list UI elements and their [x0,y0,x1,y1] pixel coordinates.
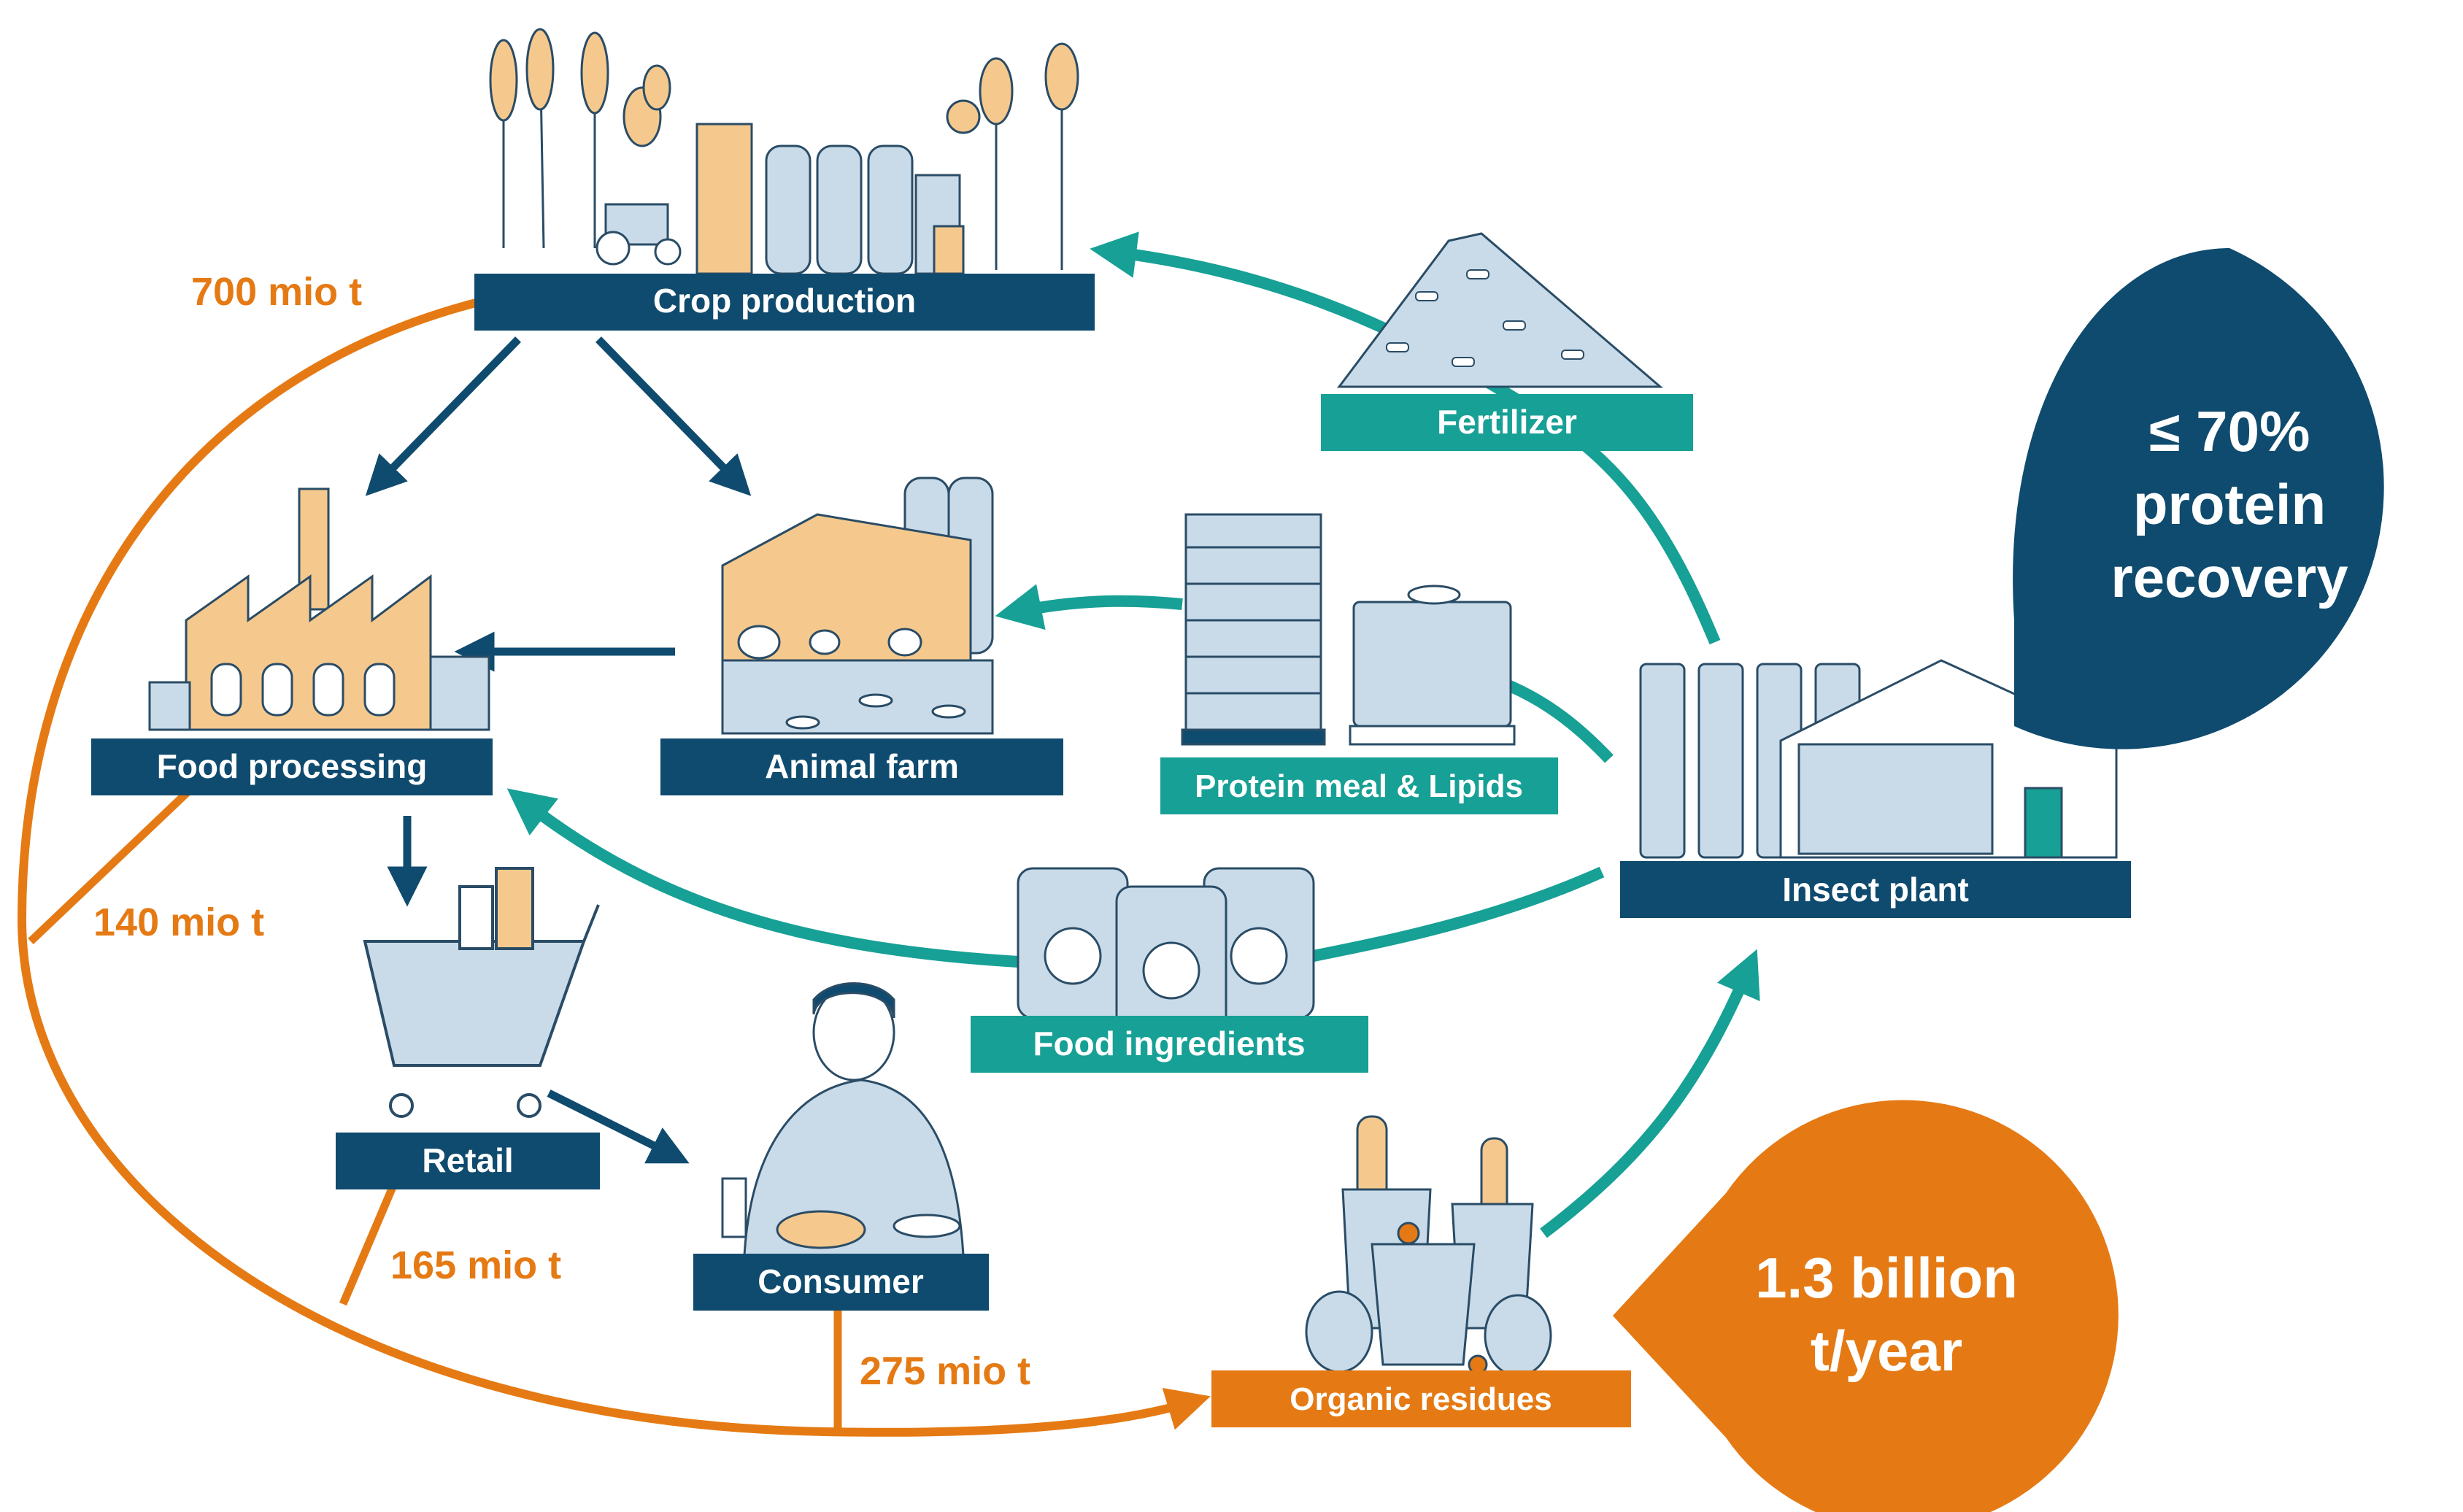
insect-plant-label: Insect plant [1782,871,1969,909]
arrow-crop-to-farm [595,336,752,496]
shopping-cart-icon [363,867,600,1118]
food-processing-label: Food processing [157,747,428,785]
loss-flow-loop [17,298,1211,1437]
protein-recovery-bubble: ≤ 70% protein recovery [2013,248,2384,749]
node-consumer: Consumer [693,1254,989,1311]
protein-line-2: protein [2133,472,2326,536]
consumer-loss-label: 275 mio t [860,1349,1030,1393]
grain-icon [489,28,671,249]
node-crop-production: Crop production [474,274,1095,331]
consumer-label: Consumer [758,1262,924,1300]
arrow-residues-to-plant [1540,949,1760,1238]
consumer-person-icon [721,982,965,1257]
supply-flows [365,336,752,1164]
protein-line-1: ≤ 70% [2149,399,2310,463]
retail-label: Retail [422,1141,513,1179]
node-fertilizer: Fertilizer [1321,394,1693,451]
loss-branch-retail [339,1181,398,1306]
arrow-retail-to-consumer [547,1089,690,1164]
processing-loss-label: 140 mio t [93,900,264,944]
volume-bubble: 1.3 billion t/year [1613,1100,2119,1512]
arrow-plant-to-ingredients [1312,866,1605,962]
tank-icon [1349,585,1516,746]
protein-line-3: recovery [2111,545,2348,609]
bag-icon [1017,867,1315,1041]
trash-bin-icon [1305,1115,1552,1377]
volume-line-1: 1.3 billion [1755,1246,2018,1310]
node-organic-residues: Organic residues [1211,1370,1631,1427]
corn-icon [946,42,1079,270]
tractor-icon [595,203,682,266]
protein-meal-label: Protein meal & Lipids [1195,768,1523,804]
retail-loss-label: 165 mio t [390,1243,561,1287]
arrow-ingredients-to-processing [506,788,1019,968]
node-animal-farm: Animal farm [660,738,1063,795]
arrow-crop-to-processing [365,336,521,496]
arrow-meal-to-farm [995,584,1183,630]
barn-icon [721,477,994,735]
fertilizer-pile-icon [1337,232,1664,388]
animal-farm-label: Animal farm [765,747,959,785]
silo-icon [695,123,965,275]
crop-loss-label: 700 mio t [191,270,362,314]
chicken-icon [737,625,922,660]
node-food-processing: Food processing [91,738,493,795]
node-retail: Retail [336,1133,600,1189]
loss-branch-processing [28,784,196,944]
node-protein-meal: Protein meal & Lipids [1160,757,1558,814]
node-food-ingredients: Food ingredients [971,1016,1368,1073]
crop-production-label: Crop production [653,282,916,320]
fertilizer-label: Fertilizer [1437,403,1577,441]
volume-line-2: t/year [1811,1319,1962,1383]
food-ingredients-label: Food ingredients [1033,1025,1305,1062]
loss-arrow-main [17,298,1211,1437]
fish-icon [785,693,966,730]
crop-illustration [489,28,1079,275]
node-insect-plant: Insect plant [1620,861,2131,918]
factory-icon [148,487,490,731]
sack-pallet-icon [1181,513,1326,746]
organic-residues-label: Organic residues [1290,1381,1552,1417]
